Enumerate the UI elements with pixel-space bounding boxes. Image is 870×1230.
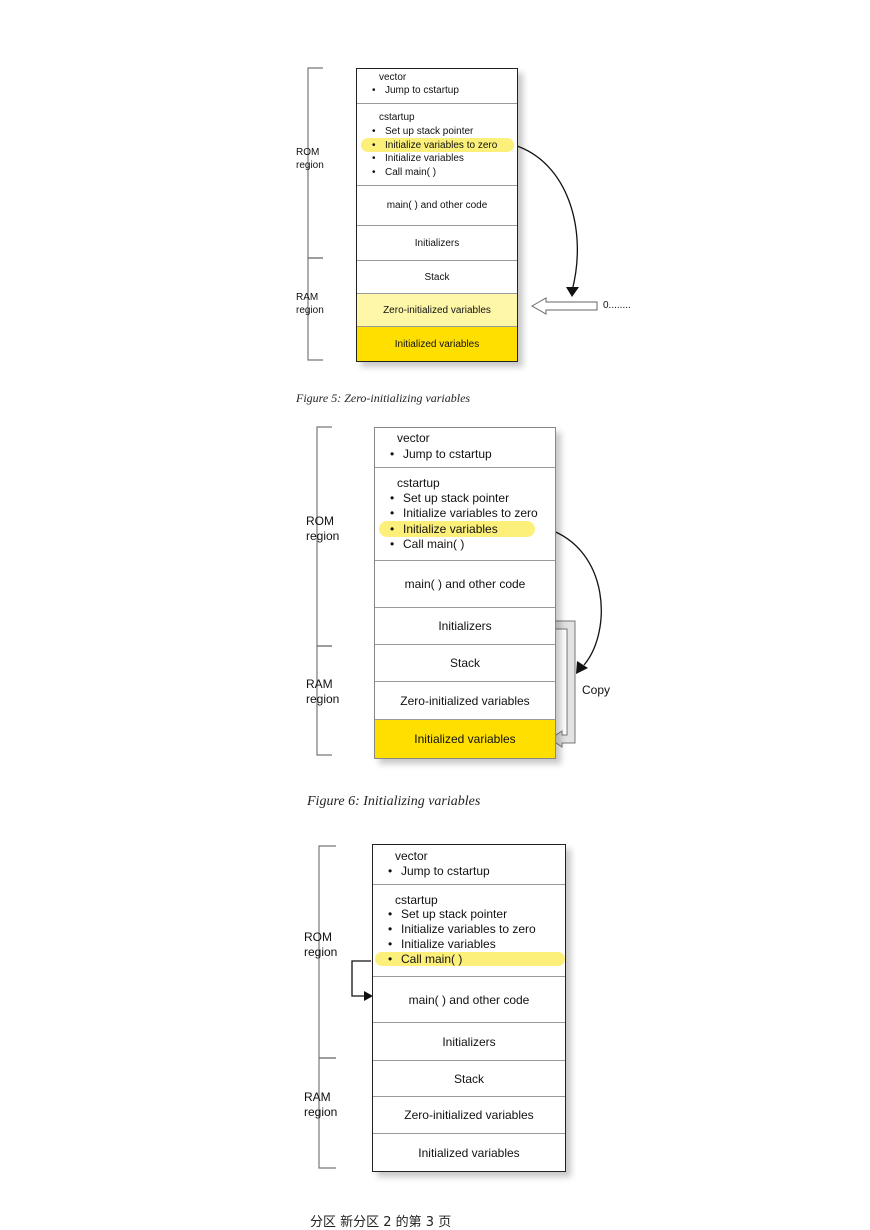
initialized-section: Initialized variables bbox=[357, 327, 517, 361]
list-item: Initialize variables bbox=[388, 937, 536, 952]
initializers-section: Initializers bbox=[375, 608, 555, 645]
cstartup-list: Set up stack pointer Initialize variable… bbox=[390, 491, 538, 553]
main-code-section: main( ) and other code bbox=[373, 977, 565, 1023]
stack-section: Stack bbox=[373, 1061, 565, 1097]
list-item-highlighted: Initialize variables to zero bbox=[372, 139, 497, 153]
figure-call-main: ROM region RAM region vector Jump to cst… bbox=[0, 830, 870, 1190]
list-item-highlighted: Initialize variables bbox=[390, 522, 538, 538]
vector-list: Jump to cstartup bbox=[390, 447, 492, 461]
memory-map: vector Jump to cstartup cstartup Set up … bbox=[372, 844, 566, 1172]
figure-caption: Figure 5: Zero-initializing variables bbox=[296, 391, 471, 405]
vector-title: vector bbox=[379, 72, 407, 83]
rom-region-label: ROM region bbox=[304, 930, 338, 959]
figure-initializing: ROM region RAM region vector Jump to cst… bbox=[0, 410, 870, 820]
stack-section: Stack bbox=[375, 645, 555, 682]
cstartup-title: cstartup bbox=[395, 893, 438, 907]
cstartup-list: Set up stack pointer Initialize variable… bbox=[372, 125, 497, 180]
call-arrow bbox=[351, 960, 371, 997]
zero-fill-annotation: 0........ bbox=[603, 300, 631, 311]
list-item: Initialize variables to zero bbox=[390, 506, 538, 522]
initialized-section: Initialized variables bbox=[375, 720, 555, 758]
vector-title: vector bbox=[397, 431, 430, 445]
list-item: Set up stack pointer bbox=[388, 907, 536, 922]
list-item: Initialize variables bbox=[372, 152, 497, 166]
page-footer: 分区 新分区 2 的第 3 页 bbox=[310, 1215, 452, 1230]
vector-title: vector bbox=[395, 849, 428, 863]
figure-caption: Figure 6: Initializing variables bbox=[307, 794, 481, 809]
memory-map: vector Jump to cstartup cstartup Set up … bbox=[374, 427, 556, 759]
figure-zero-initializing: ROM region RAM region vector Jump to cst… bbox=[0, 0, 870, 410]
cstartup-list: Set up stack pointer Initialize variable… bbox=[388, 907, 536, 967]
figure-6-connectors bbox=[316, 426, 602, 756]
vector-list: Jump to cstartup bbox=[372, 85, 459, 96]
vector-section: vector Jump to cstartup bbox=[375, 428, 555, 468]
rom-region-label: ROM region bbox=[296, 147, 324, 171]
zero-initialized-section: Zero-initialized variables bbox=[357, 294, 517, 327]
initializers-section: Initializers bbox=[373, 1023, 565, 1061]
list-item: Jump to cstartup bbox=[390, 447, 492, 461]
list-item: Set up stack pointer bbox=[390, 491, 538, 507]
ram-region-label: RAM region bbox=[296, 292, 324, 316]
vector-list: Jump to cstartup bbox=[388, 864, 490, 878]
cstartup-title: cstartup bbox=[379, 112, 415, 123]
list-item-highlighted: Call main( ) bbox=[388, 952, 536, 967]
figure-5-connectors bbox=[307, 67, 598, 361]
curved-arrow bbox=[547, 528, 602, 666]
arrowhead-icon bbox=[566, 287, 579, 297]
cstartup-section: cstartup Set up stack pointer Initialize… bbox=[373, 885, 565, 977]
vector-section: vector Jump to cstartup bbox=[357, 69, 517, 104]
list-item: Jump to cstartup bbox=[388, 864, 490, 878]
list-item: Initialize variables to zero bbox=[388, 922, 536, 937]
list-item: Call main( ) bbox=[390, 537, 538, 553]
memory-map: vector Jump to cstartup cstartup Set up … bbox=[356, 68, 518, 362]
copy-arrow bbox=[549, 620, 576, 748]
region-brackets bbox=[316, 426, 332, 756]
curved-arrow bbox=[513, 144, 578, 292]
initializers-section: Initializers bbox=[357, 226, 517, 261]
ram-region-label: RAM region bbox=[304, 1090, 338, 1119]
list-item: Jump to cstartup bbox=[372, 85, 459, 96]
zero-initialized-section: Zero-initialized variables bbox=[373, 1097, 565, 1134]
hollow-left-arrow-icon bbox=[530, 297, 598, 315]
region-brackets bbox=[307, 67, 323, 361]
ram-region-label: RAM region bbox=[306, 677, 340, 706]
main-code-section: main( ) and other code bbox=[357, 186, 517, 226]
cstartup-section: cstartup Set up stack pointer Initialize… bbox=[375, 468, 555, 561]
copy-annotation: Copy bbox=[582, 683, 611, 697]
main-code-section: main( ) and other code bbox=[375, 561, 555, 608]
list-item: Set up stack pointer bbox=[372, 125, 497, 139]
list-item: Call main( ) bbox=[372, 166, 497, 180]
region-brackets bbox=[318, 845, 336, 1169]
stack-section: Stack bbox=[357, 261, 517, 294]
vector-section: vector Jump to cstartup bbox=[373, 845, 565, 885]
figure-7-connectors bbox=[318, 845, 373, 1169]
cstartup-title: cstartup bbox=[397, 476, 440, 490]
initialized-section: Initialized variables bbox=[418, 1145, 520, 1160]
zero-initialized-section: Zero-initialized variables bbox=[375, 682, 555, 720]
rom-region-label: ROM region bbox=[306, 514, 340, 543]
arrowhead-icon bbox=[576, 661, 588, 674]
arrowhead-icon bbox=[364, 991, 373, 1001]
cstartup-section: cstartup Set up stack pointer Initialize… bbox=[357, 104, 517, 186]
